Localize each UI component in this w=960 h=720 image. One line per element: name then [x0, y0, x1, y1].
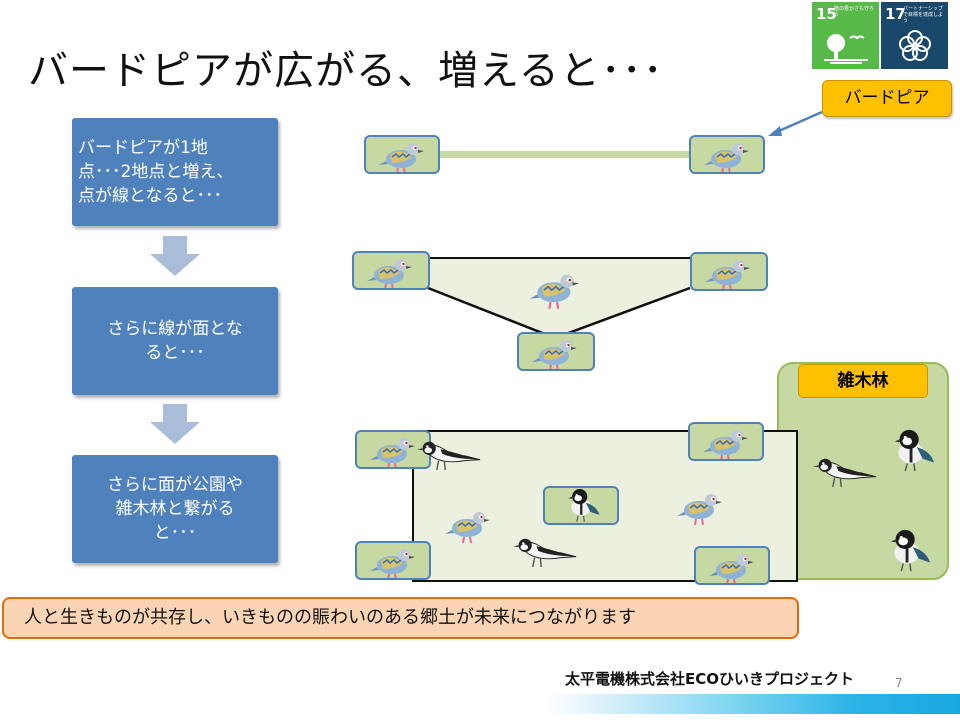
dove-icon: [676, 493, 723, 526]
step-1-text: バードピアが1地 点･･･2地点と増え、 点が線となると･･･: [78, 138, 234, 206]
birdpia-site: [364, 135, 440, 174]
birdpia-site: [352, 251, 430, 290]
birdpia-site: [694, 546, 770, 585]
dove-icon: [444, 511, 491, 544]
dove-icon: [528, 273, 581, 310]
coppice-forest-panel: [777, 362, 949, 580]
sdg-17-caption: パートナーシップで目標を達成しよう: [903, 6, 944, 24]
dove-icon: [369, 548, 416, 578]
dove-icon: [704, 259, 751, 289]
dove-icon: [703, 142, 750, 172]
page-number: 7: [895, 676, 903, 690]
tree-bird-icon: [824, 34, 868, 64]
wagtail-icon: [416, 441, 481, 471]
line-connector: [440, 151, 690, 158]
step-3-text: さらに面が公園や 雑木林と繋がる と･･･: [107, 475, 243, 543]
dove-icon: [366, 258, 413, 288]
wagtail-icon: [512, 538, 577, 568]
callout-arrowhead: [768, 126, 782, 136]
birdpia-site: [689, 135, 765, 174]
flower-rings-icon: [899, 30, 931, 61]
birdpia-site: [355, 430, 431, 469]
dove-icon: [708, 553, 755, 583]
birdpia-site: [355, 541, 431, 580]
dove-icon: [531, 339, 578, 369]
footer-gradient-bar: [545, 694, 960, 714]
coppice-forest-label: 雑木林: [798, 364, 928, 398]
wagtail-icon: [812, 458, 877, 488]
step-2-text: さらに線が面とな ると･･･: [107, 319, 243, 363]
down-arrow-icon: [150, 236, 200, 276]
birdpia-site: [543, 486, 619, 525]
birdpia-site: [517, 332, 595, 371]
tit-icon: [567, 488, 601, 523]
conclusion-banner: 人と生きものが共存し、いきものの賑わいのある郷土が未来につながります: [2, 597, 799, 639]
step-points-to-line: バードピアが1地 点･･･2地点と増え、 点が線となると･･･: [72, 118, 278, 226]
sdg-15-caption: 陸の豊かさも守ろう: [834, 6, 875, 18]
step-line-to-area: さらに線が面とな ると･･･: [72, 287, 278, 395]
sdg-15-badge: 15 陸の豊かさも守ろう: [812, 2, 879, 69]
sdg-15-number: 15: [816, 5, 837, 23]
sdg-17-number: 17: [885, 5, 906, 23]
sdg-17-badge: 17 パートナーシップで目標を達成しよう: [881, 2, 948, 69]
dove-icon: [702, 429, 749, 459]
birdpia-site: [688, 422, 764, 461]
birdpia-callout: バードピア: [822, 80, 952, 117]
dove-icon: [378, 142, 425, 172]
company-footer: 太平電機株式会社ECOひいきプロジェクト: [565, 670, 855, 688]
down-arrow-icon: [150, 404, 200, 444]
slide-title: バードピアが広がる、増えると･･･: [28, 48, 664, 94]
tit-icon: [889, 528, 932, 573]
birdpia-site: [690, 252, 768, 291]
step-area-to-forest: さらに面が公園や 雑木林と繋がる と･･･: [72, 455, 278, 563]
tit-icon: [893, 428, 936, 473]
